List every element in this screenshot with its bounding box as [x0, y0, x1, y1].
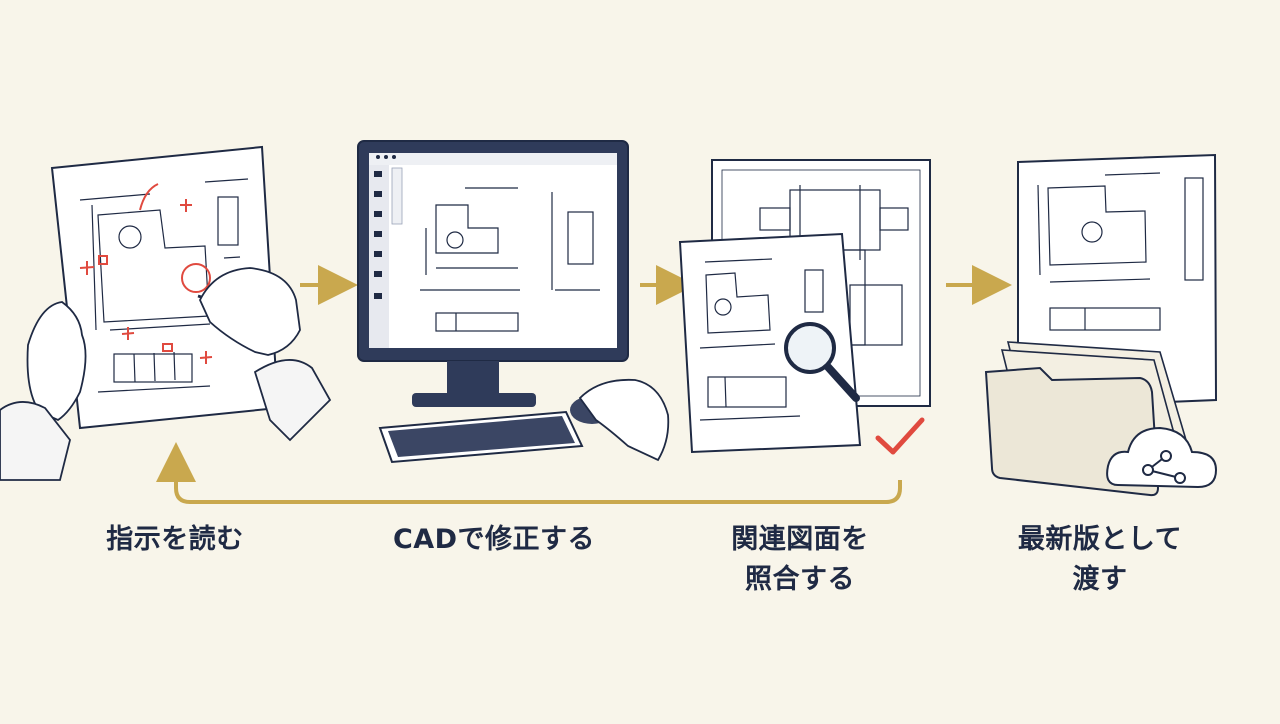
compare-drawings-icon: [678, 159, 931, 455]
cad-workstation-icon: [357, 140, 670, 464]
check-mark-icon: [875, 417, 925, 455]
file-folder-cloud-icon: [984, 153, 1218, 497]
step-label-read: 指示を読む: [106, 524, 244, 555]
step-label-deliver: 最新版として 渡す: [1017, 524, 1183, 595]
marked-up-drawing-icon: [0, 145, 332, 481]
step-label-check: 関連図面を 照合する: [731, 524, 869, 595]
return-arrow: [156, 442, 902, 504]
step-label-cad: CADで修正する: [392, 524, 596, 555]
